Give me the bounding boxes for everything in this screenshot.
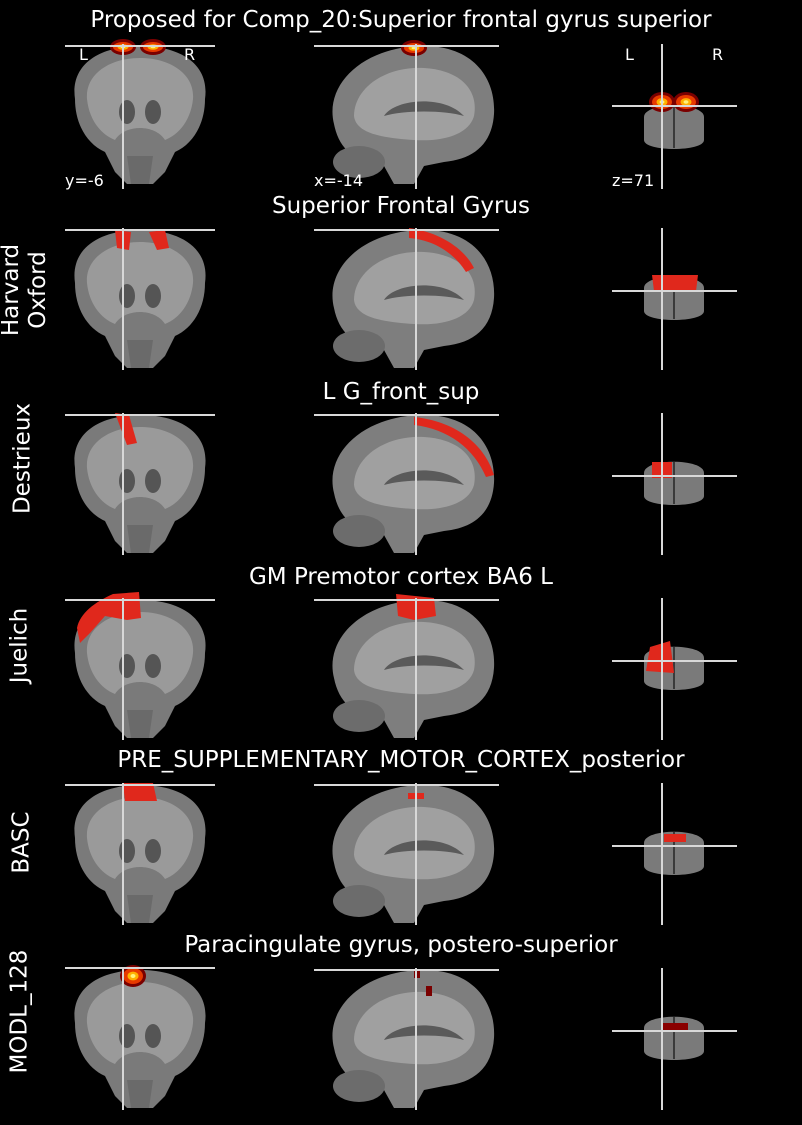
coronal-coordinate: y=-6 (65, 171, 104, 190)
coronal-ventricle-right (145, 1024, 161, 1048)
coronal-ventricle-left (119, 839, 135, 863)
coronal-ventricle-right (145, 654, 161, 678)
row-title: PRE_SUPPLEMENTARY_MOTOR_CORTEX_posterior (117, 747, 685, 773)
coronal-region-right (149, 230, 169, 250)
sagittal-corpus-callosum (384, 655, 464, 670)
sagittal-view (314, 783, 499, 925)
axial-view (612, 783, 737, 925)
sagittal-view (314, 228, 499, 370)
coronal-view (65, 39, 215, 189)
row-title: Superior Frontal Gyrus (271, 193, 531, 219)
coronal-ventricle-left (119, 1024, 135, 1048)
coronal-view (65, 965, 215, 1110)
coronal-white-matter (86, 242, 194, 324)
coronal-region (115, 413, 137, 445)
sagittal-cerebellum (333, 330, 385, 362)
coronal-ventricle-right (145, 839, 161, 863)
coronal-ventricle-left (119, 284, 135, 308)
axial-region (662, 1023, 688, 1031)
sagittal-cerebellum (333, 515, 385, 547)
row-harvard-oxford: Superior Frontal Gyrus Harvard Oxford (0, 190, 802, 375)
coronal-view (65, 592, 215, 740)
coronal-white-matter (86, 797, 194, 879)
coronal-brainstem (127, 895, 153, 923)
coronal-region (77, 592, 141, 643)
coronal-view (65, 783, 215, 925)
coronal-brainstem (127, 340, 153, 368)
sagittal-region (414, 417, 494, 477)
row-title: GM Premotor cortex BA6 L (248, 564, 553, 590)
axial-view (612, 598, 737, 740)
coronal-ventricle-right (145, 284, 161, 308)
sagittal-view (314, 413, 499, 555)
row-juelich: GM Premotor cortex BA6 L Juelich (0, 560, 802, 745)
sagittal-corpus-callosum (384, 1025, 464, 1040)
axial-view (612, 228, 737, 370)
axial-view (612, 968, 737, 1110)
coronal-brainstem (127, 525, 153, 553)
coronal-brainstem (127, 1080, 153, 1108)
axial-activation-right-core (683, 100, 689, 104)
sagittal-view (314, 968, 499, 1110)
sagittal-corpus-callosum (384, 101, 464, 116)
atlas-label: BASC (8, 811, 35, 874)
orientation-left-label-axial: L (625, 45, 634, 64)
row-basc: PRE_SUPPLEMENTARY_MOTOR_CORTEX_posterior… (0, 745, 802, 930)
coronal-view (65, 413, 215, 555)
coronal-brainstem (127, 156, 153, 184)
atlas-label: Juelich (6, 607, 33, 684)
coronal-ventricle-right (145, 100, 161, 124)
sagittal-cerebellum (333, 700, 385, 732)
axial-region (664, 834, 686, 842)
axial-region (652, 275, 698, 291)
coronal-ventricle-left (119, 654, 135, 678)
sagittal-coordinate: x=-14 (314, 171, 364, 190)
orientation-right-label: R (184, 45, 196, 64)
coronal-white-matter (86, 58, 194, 140)
sagittal-cerebellum (333, 885, 385, 917)
sagittal-cerebellum (333, 1070, 385, 1102)
sagittal-activation-2 (426, 986, 432, 996)
coronal-ventricle-left (119, 469, 135, 493)
row-proposed: Proposed for Comp_20:Superior frontal gy… (0, 0, 802, 190)
atlas-label: MODL_128 (6, 949, 33, 1074)
coronal-white-matter (86, 427, 194, 509)
coronal-activation-core (130, 974, 136, 978)
orientation-left-label: L (79, 45, 88, 64)
row-title: Paracingulate gyrus, postero-superior (184, 932, 618, 958)
coronal-ventricle-left (119, 100, 135, 124)
row-title: Proposed for Comp_20:Superior frontal gy… (90, 7, 712, 33)
sagittal-region (409, 228, 474, 272)
row-title: L G_front_sup (322, 379, 480, 405)
sagittal-view (314, 594, 499, 740)
axial-view (612, 413, 737, 555)
atlas-label: Destrieux (9, 402, 36, 515)
sagittal-corpus-callosum (384, 840, 464, 855)
sagittal-corpus-callosum (384, 470, 464, 485)
row-modl-128: Paracingulate gyrus, postero-superior MO… (0, 930, 802, 1125)
row-destrieux: L G_front_sup Destrieux (0, 375, 802, 560)
coronal-white-matter (86, 612, 194, 694)
axial-view (612, 44, 737, 189)
atlas-label: Harvard Oxford (0, 243, 51, 337)
sagittal-corpus-callosum (384, 285, 464, 300)
coronal-view (65, 228, 215, 370)
axial-region (646, 641, 674, 673)
coronal-region (123, 783, 157, 801)
coronal-white-matter (86, 982, 194, 1064)
sagittal-view (314, 40, 499, 189)
coronal-brainstem (127, 710, 153, 738)
orientation-right-label-axial: R (712, 45, 724, 64)
sagittal-cerebellum (333, 146, 385, 178)
coronal-ventricle-right (145, 469, 161, 493)
axial-coordinate: z=71 (612, 171, 655, 190)
